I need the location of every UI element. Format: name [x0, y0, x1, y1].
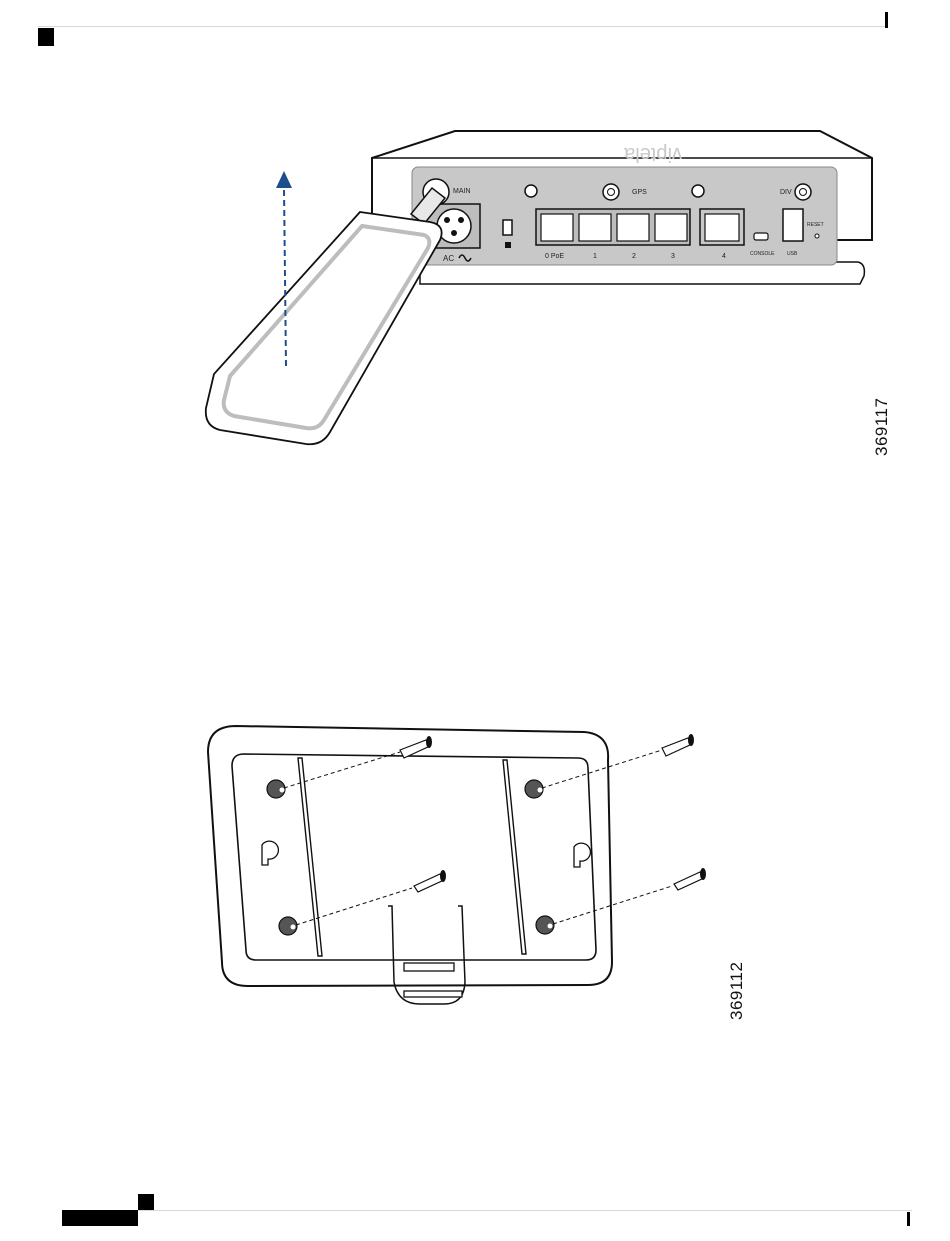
label-ac: AC: [443, 254, 454, 263]
figure-router-antenna: viptela MAIN GPS DIV AC RESET CONSOLE US…: [0, 0, 950, 500]
label-eth-0: 0 PoE: [545, 253, 564, 260]
label-div: DIV: [780, 189, 792, 196]
label-usb: USB: [787, 251, 798, 257]
label-reset: RESET: [807, 222, 824, 228]
mirrored-brand: viptela: [623, 143, 682, 165]
figure-mounting-bracket: [0, 700, 950, 1040]
label-console: CONSOLE: [750, 251, 775, 257]
label-eth-3: 3: [671, 253, 675, 260]
footer-rule: [62, 1210, 912, 1211]
label-gps: GPS: [632, 189, 647, 196]
arrow-up-icon: [276, 171, 292, 188]
label-main: MAIN: [453, 188, 471, 195]
label-eth-2: 2: [632, 253, 636, 260]
antenna-icon: [206, 212, 442, 444]
figure2-id: 369112: [727, 962, 747, 1020]
label-eth-1: 1: [593, 253, 597, 260]
figure1-id: 369117: [872, 398, 892, 456]
footer-left-tab: [138, 1194, 154, 1210]
footer-right-tick: [907, 1212, 910, 1226]
label-eth-4: 4: [722, 253, 726, 260]
footer-left-bar: [62, 1210, 138, 1226]
